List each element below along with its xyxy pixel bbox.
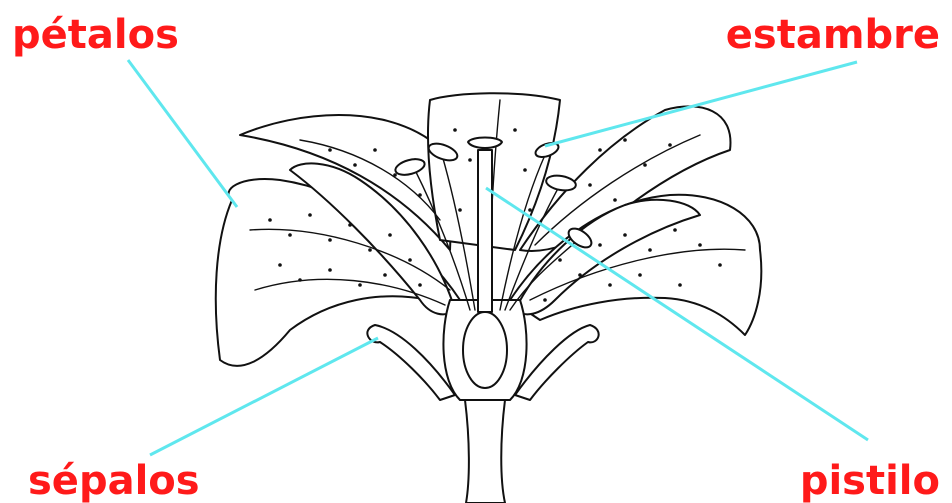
stigma xyxy=(468,138,502,149)
stem xyxy=(465,400,505,503)
pistil-style xyxy=(478,150,492,312)
petals-leader-line xyxy=(128,60,237,207)
sepal-right xyxy=(515,325,599,400)
sepal-left xyxy=(367,325,455,400)
pistil-label: pistilo xyxy=(800,458,940,503)
sepals-label: sépalos xyxy=(28,458,200,503)
anther xyxy=(545,174,577,193)
petals-label: pétalos xyxy=(12,12,179,58)
stamen-label: estambre xyxy=(726,12,940,58)
ovary xyxy=(463,312,507,388)
